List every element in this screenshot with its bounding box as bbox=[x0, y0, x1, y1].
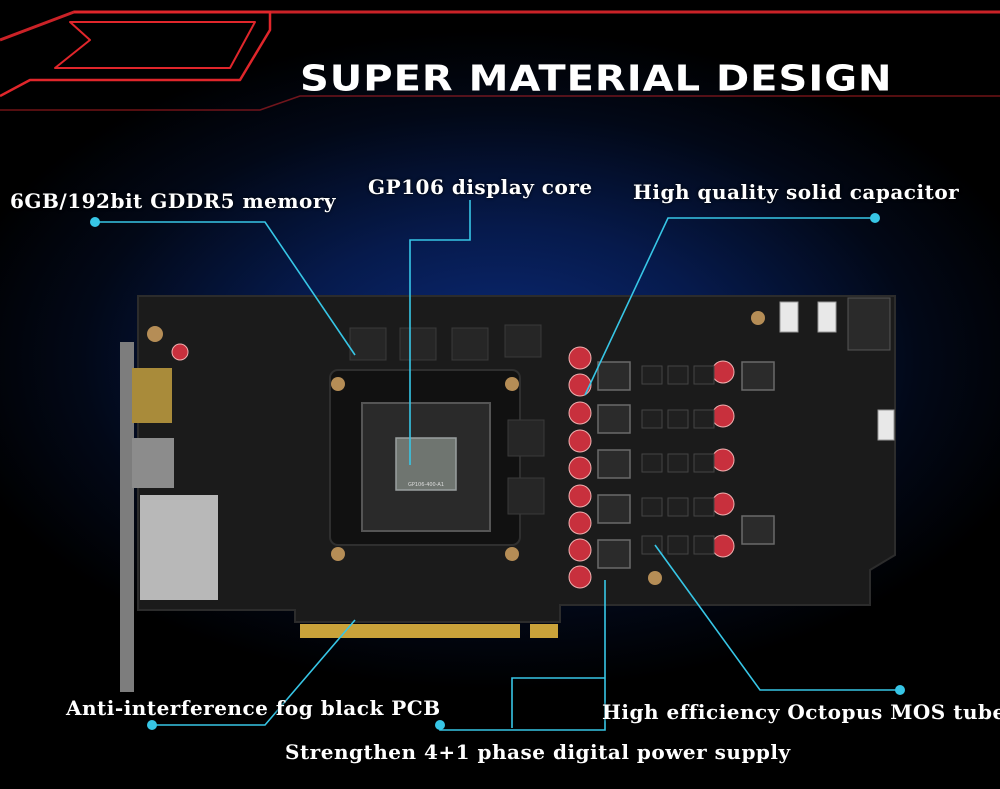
hdmi-port bbox=[132, 368, 172, 423]
callout-memory: 6GB/192bit GDDR5 memory bbox=[10, 189, 337, 213]
chip-marking: GP106-400-A1 bbox=[408, 482, 444, 488]
displayport bbox=[132, 438, 174, 488]
power-connector bbox=[847, 297, 891, 351]
io-bracket bbox=[120, 342, 134, 692]
gpu-die bbox=[395, 437, 457, 491]
pcie-fingers bbox=[300, 624, 558, 638]
graphics-card-pcb: GP106-400-A1 bbox=[120, 295, 896, 692]
callout-power: Strengthen 4+1 phase digital power suppl… bbox=[285, 740, 791, 764]
red-neon-accent bbox=[0, 10, 1000, 111]
callout-pcb: Anti-interference fog black PCB bbox=[66, 696, 441, 720]
solid-capacitors bbox=[171, 343, 735, 589]
callout-dots bbox=[90, 213, 905, 730]
dvi-port bbox=[140, 495, 218, 600]
callout-mos: High efficiency Octopus MOS tube bbox=[602, 700, 1000, 724]
callout-capacitor: High quality solid capacitor bbox=[633, 180, 960, 204]
page-title: SUPER MATERIAL DESIGN bbox=[300, 58, 893, 100]
callout-core: GP106 display core bbox=[368, 175, 593, 199]
